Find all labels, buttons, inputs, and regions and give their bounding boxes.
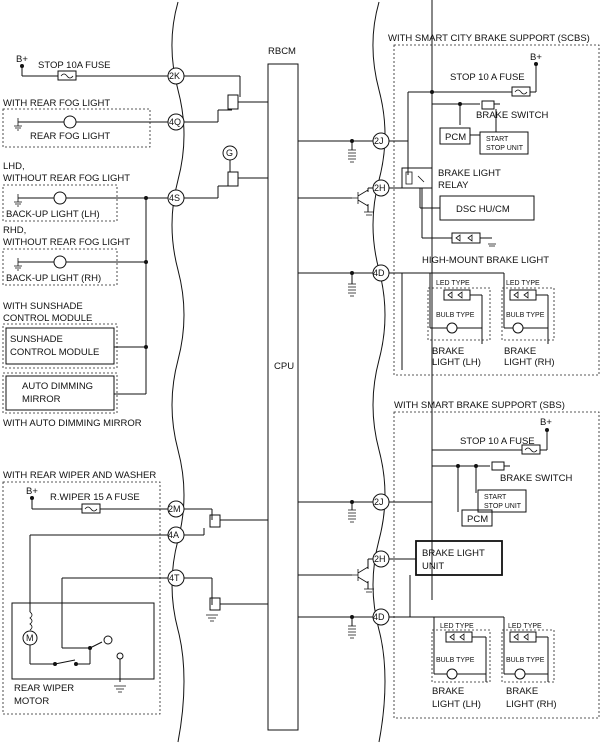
svg-text:2M: 2M <box>168 504 181 514</box>
svg-text:AUTO DIMMING: AUTO DIMMING <box>22 381 93 392</box>
rear-wiper-motor-box <box>11 602 155 680</box>
cpu-box <box>267 63 299 731</box>
backup-rh-bulb-icon <box>53 255 67 269</box>
brake-switch-icon <box>481 100 495 110</box>
stop-fuse-left-label: STOP 10A FUSE <box>38 60 111 71</box>
sbs-start-stop-box <box>477 489 527 513</box>
b-plus-label: B+ <box>16 54 28 65</box>
svg-text:WITHOUT REAR FOG LIGHT: WITHOUT REAR FOG LIGHT <box>3 173 130 184</box>
svg-text:RELAY: RELAY <box>438 180 469 191</box>
svg-text:WITH REAR WIPER AND WASHER: WITH REAR WIPER AND WASHER <box>3 470 156 481</box>
svg-text:REAR WIPER: REAR WIPER <box>14 683 74 694</box>
pcm-box <box>439 127 471 145</box>
scbs-lh-bulb-icon <box>446 322 458 334</box>
svg-text:BRAKE LIGHT: BRAKE LIGHT <box>422 548 485 559</box>
svg-text:LIGHT (RH): LIGHT (RH) <box>506 699 557 710</box>
svg-text:WITH SMART CITY BRAKE SUPPORT: WITH SMART CITY BRAKE SUPPORT (SCBS) <box>388 33 590 44</box>
svg-text:BRAKE: BRAKE <box>432 686 464 697</box>
backup-lh-bulb-icon <box>53 191 67 205</box>
svg-text:BRAKE: BRAKE <box>504 346 536 357</box>
svg-text:B+: B+ <box>26 486 38 497</box>
svg-text:BRAKE SWITCH: BRAKE SWITCH <box>476 110 548 121</box>
start-stop-box <box>479 131 529 155</box>
rbcm-left-boundary <box>171 1 185 743</box>
svg-text:BRAKE LIGHT: BRAKE LIGHT <box>438 168 501 179</box>
svg-text:STOP 10 A FUSE: STOP 10 A FUSE <box>460 436 535 447</box>
rbcm-label: RBCM <box>268 46 296 57</box>
svg-text:G: G <box>226 148 233 158</box>
svg-text:STOP UNIT: STOP UNIT <box>484 503 522 510</box>
rbcm-right-boundary <box>372 1 386 743</box>
sbs-brake-switch-icon <box>491 461 505 471</box>
svg-text:4D: 4D <box>373 268 385 278</box>
svg-text:CONTROL MODULE: CONTROL MODULE <box>10 347 99 358</box>
svg-text:4T: 4T <box>169 573 180 583</box>
svg-text:4Q: 4Q <box>169 117 181 127</box>
svg-text:R.WIPER 15 A FUSE: R.WIPER 15 A FUSE <box>50 492 140 503</box>
cpu-label: CPU <box>274 361 294 372</box>
svg-text:BULB TYPE: BULB TYPE <box>436 657 475 664</box>
svg-text:SUNSHADE: SUNSHADE <box>10 334 63 345</box>
svg-text:2H: 2H <box>374 183 386 193</box>
svg-text:LED TYPE: LED TYPE <box>440 623 474 630</box>
auto-dimming-mirror-box <box>5 375 115 411</box>
svg-text:BRAKE: BRAKE <box>506 686 538 697</box>
svg-text:RHD,: RHD, <box>3 225 26 236</box>
svg-text:LED TYPE: LED TYPE <box>506 280 540 287</box>
svg-text:LIGHT (LH): LIGHT (LH) <box>432 357 481 368</box>
svg-text:STOP 10 A FUSE: STOP 10 A FUSE <box>450 72 525 83</box>
svg-text:B+: B+ <box>530 52 542 63</box>
svg-text:B+: B+ <box>540 417 552 428</box>
svg-text:LED TYPE: LED TYPE <box>508 623 542 630</box>
sunshade-module-box <box>5 327 115 365</box>
svg-text:CONTROL MODULE: CONTROL MODULE <box>3 313 92 324</box>
svg-text:STOP UNIT: STOP UNIT <box>486 145 524 152</box>
svg-text:WITH SMART BRAKE SUPPORT (SBS): WITH SMART BRAKE SUPPORT (SBS) <box>394 400 565 411</box>
svg-text:M: M <box>26 633 34 643</box>
svg-text:4S: 4S <box>169 193 180 203</box>
svg-text:LED TYPE: LED TYPE <box>436 280 470 287</box>
svg-text:BULB TYPE: BULB TYPE <box>436 312 475 319</box>
rear-fog-label: REAR FOG LIGHT <box>30 131 110 142</box>
svg-text:LIGHT (RH): LIGHT (RH) <box>504 357 555 368</box>
svg-text:2J: 2J <box>374 136 384 146</box>
svg-text:2K: 2K <box>169 71 180 81</box>
svg-text:HIGH-MOUNT BRAKE LIGHT: HIGH-MOUNT BRAKE LIGHT <box>422 255 549 266</box>
svg-text:WITH AUTO DIMMING MIRROR: WITH AUTO DIMMING MIRROR <box>3 418 142 429</box>
svg-text:UNIT: UNIT <box>422 561 444 572</box>
svg-text:4A: 4A <box>168 530 179 540</box>
svg-text:WITH SUNSHADE: WITH SUNSHADE <box>3 301 83 312</box>
sbs-lh-bulb-icon <box>446 668 458 680</box>
svg-text:DSC HU/CM: DSC HU/CM <box>456 204 510 215</box>
sbs-rh-bulb-icon <box>514 668 526 680</box>
svg-text:LIGHT (LH): LIGHT (LH) <box>432 699 481 710</box>
svg-text:2H: 2H <box>374 554 386 564</box>
svg-text:MIRROR: MIRROR <box>22 394 61 405</box>
svg-text:BULB TYPE: BULB TYPE <box>506 657 545 664</box>
svg-text:BACK-UP LIGHT (RH): BACK-UP LIGHT (RH) <box>6 273 101 284</box>
svg-text:PCM: PCM <box>467 514 488 525</box>
brake-light-unit-box <box>415 540 503 576</box>
svg-text:BACK-UP LIGHT (LH): BACK-UP LIGHT (LH) <box>6 209 100 220</box>
svg-text:START: START <box>486 136 509 143</box>
sbs-pcm-box <box>461 509 493 527</box>
svg-text:BRAKE: BRAKE <box>432 346 464 357</box>
svg-text:PCM: PCM <box>445 132 466 143</box>
svg-text:4D: 4D <box>373 612 385 622</box>
svg-text:LHD,: LHD, <box>3 161 25 172</box>
svg-text:2J: 2J <box>374 497 384 507</box>
scbs-rh-bulb-icon <box>512 322 524 334</box>
with-rear-fog-label: WITH REAR FOG LIGHT <box>3 98 110 109</box>
svg-text:BULB TYPE: BULB TYPE <box>506 312 545 319</box>
svg-text:START: START <box>484 494 507 501</box>
svg-text:WITHOUT REAR FOG LIGHT: WITHOUT REAR FOG LIGHT <box>3 237 130 248</box>
brake-light-relay-box <box>401 167 433 189</box>
svg-text:MOTOR: MOTOR <box>14 696 49 707</box>
svg-text:BRAKE SWITCH: BRAKE SWITCH <box>500 473 572 484</box>
rear-fog-bulb-icon <box>63 115 77 129</box>
